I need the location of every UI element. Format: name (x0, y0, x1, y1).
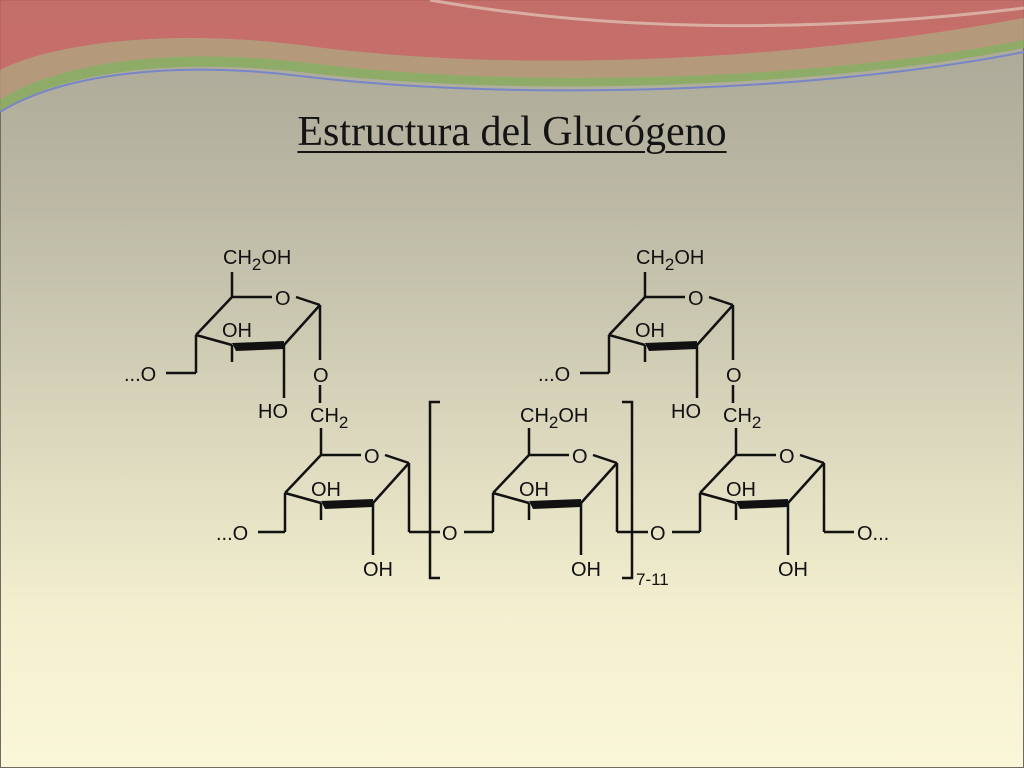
ch2oh-label: CH2OH (520, 405, 588, 432)
ch2oh-label: CH2OH (636, 247, 704, 274)
oh-label: OH (778, 559, 808, 581)
oh-label: OH (222, 320, 252, 342)
ring-oxygen: O (572, 446, 588, 468)
bridge-oxygen: O (650, 523, 666, 545)
chain-right-label: O... (857, 523, 889, 545)
ho-label: HO (258, 401, 288, 423)
chain-left-label: ...O (216, 523, 248, 545)
ring-oxygen: O (688, 288, 704, 310)
oh-label: OH (726, 479, 756, 501)
oh-label: OH (311, 479, 341, 501)
lower-left-glucose (258, 428, 440, 555)
oh-label: OH (363, 559, 393, 581)
repeat-brackets (428, 400, 634, 580)
page-title: Estructura del Glucógeno (297, 109, 727, 155)
bridge-oxygen: O (442, 523, 458, 545)
ring-oxygen: O (364, 446, 380, 468)
ch2-label: CH2 (723, 405, 761, 432)
chain-left-label: ...O (538, 364, 570, 386)
upper-right-glucose (580, 272, 735, 403)
oh-label: OH (571, 559, 601, 581)
repeating-glucose (464, 428, 648, 555)
ho-label: HO (671, 401, 701, 423)
ring-oxygen: O (779, 446, 795, 468)
ring-oxygen: O (275, 288, 291, 310)
bridge-oxygen: O (726, 365, 742, 387)
ch2-label: CH2 (310, 405, 348, 432)
upper-left-glucose (166, 272, 322, 403)
oh-label: OH (635, 320, 665, 342)
oh-label: OH (519, 479, 549, 501)
chain-left-label: ...O (124, 364, 156, 386)
bridge-oxygen: O (313, 365, 329, 387)
lower-right-glucose (672, 428, 854, 555)
repeat-count-label: 7-11 (636, 570, 669, 589)
ch2oh-label: CH2OH (223, 247, 291, 274)
header-waves (0, 0, 1024, 113)
